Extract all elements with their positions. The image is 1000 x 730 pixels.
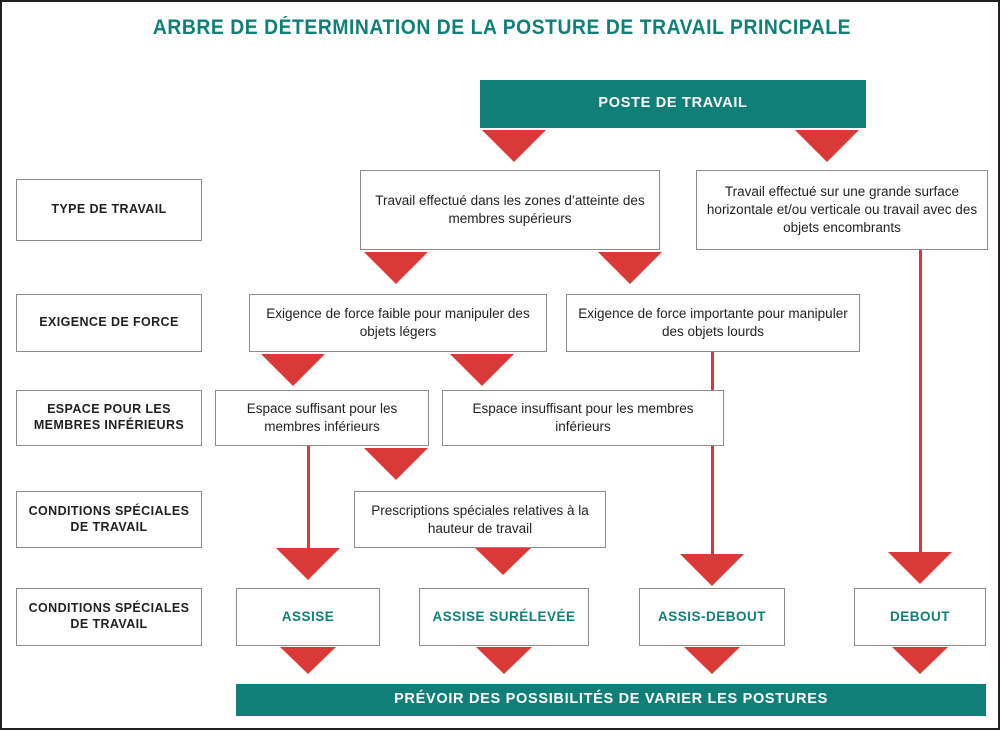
arrow-type1-to-force2 xyxy=(598,252,662,284)
result-assise-surelevee[interactable]: ASSISE SURÉLEVÉE xyxy=(419,588,589,646)
result-debout[interactable]: DEBOUT xyxy=(854,588,986,646)
row-label-conditions-speciales-1: CONDITIONS SPÉCIALES DE TRAVAIL xyxy=(16,491,202,548)
row-label-type-de-travail: TYPE DE TRAVAIL xyxy=(16,179,202,241)
row-label-espace-membres-inferieurs: ESPACE POUR LES MEMBRES INFÉRIEURS xyxy=(16,390,202,446)
arrow-assis-debout-to-footer xyxy=(684,647,740,674)
connector-type2-to-debout xyxy=(919,250,922,555)
node-espace-suffisant: Espace suffisant pour les membres inféri… xyxy=(215,390,429,446)
arrow-assise-to-footer xyxy=(280,647,336,674)
arrow-espace2-to-prescriptions xyxy=(364,448,428,480)
connector-espace1-to-assise xyxy=(307,446,310,551)
arrow-force1-to-espace1 xyxy=(261,354,325,386)
node-type-travail-zones-atteinte: Travail effectué dans les zones d’attein… xyxy=(360,170,660,250)
arrow-to-assise xyxy=(276,548,340,580)
arrow-assise-surelevee-to-footer xyxy=(476,647,532,674)
result-assise[interactable]: ASSISE xyxy=(236,588,380,646)
arrow-to-debout xyxy=(888,552,952,584)
row-label-conditions-speciales-2: CONDITIONS SPÉCIALES DE TRAVAIL xyxy=(16,588,202,646)
header-poste-de-travail: POSTE DE TRAVAIL xyxy=(480,80,866,128)
arrow-header-to-type2 xyxy=(795,130,859,162)
node-prescriptions-speciales: Prescriptions spéciales relatives à la h… xyxy=(354,491,606,548)
arrow-type1-to-force1 xyxy=(364,252,428,284)
node-type-travail-grande-surface: Travail effectué sur une grande surface … xyxy=(696,170,988,250)
arrow-force1-to-espace2 xyxy=(450,354,514,386)
node-force-importante: Exigence de force importante pour manipu… xyxy=(566,294,860,352)
node-force-faible: Exigence de force faible pour manipuler … xyxy=(249,294,547,352)
connector-force2-to-assis-debout xyxy=(711,352,714,557)
footer-prevoir-possibilites: PRÉVOIR DES POSSIBILITÉS DE VARIER LES P… xyxy=(236,684,986,716)
row-label-exigence-de-force: EXIGENCE DE FORCE xyxy=(16,294,202,352)
arrow-debout-to-footer xyxy=(892,647,948,674)
arrow-prescriptions-to-assise-surelevee xyxy=(475,548,531,575)
arrow-to-assis-debout xyxy=(680,554,744,586)
node-espace-insuffisant: Espace insuffisant pour les membres infé… xyxy=(442,390,724,446)
result-assis-debout[interactable]: ASSIS-DEBOUT xyxy=(639,588,785,646)
arrow-header-to-type1 xyxy=(482,130,546,162)
page-title: ARBRE DE DÉTERMINATION DE LA POSTURE DE … xyxy=(152,16,852,39)
